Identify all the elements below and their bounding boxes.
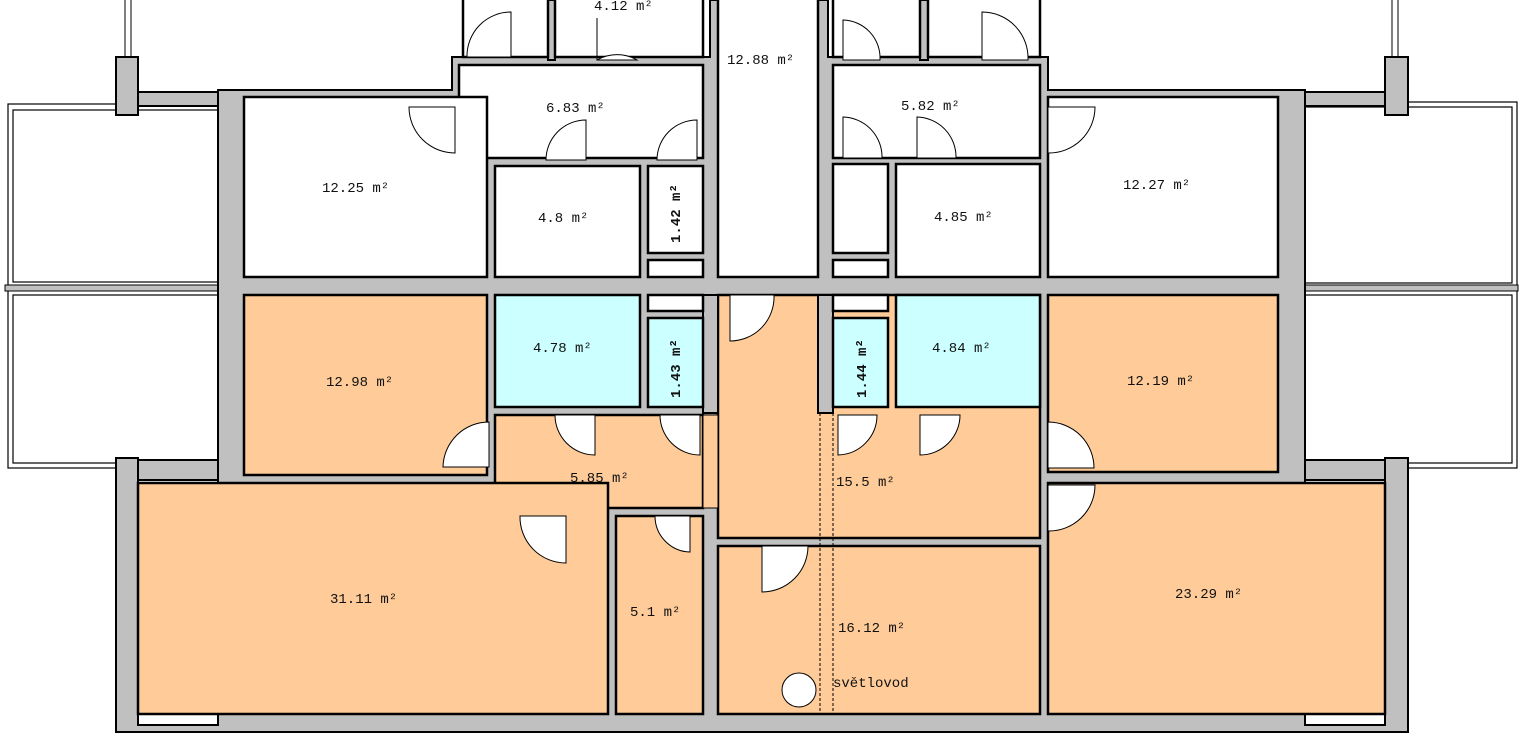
door-icon (837, 414, 878, 456)
room-label: 6.83 m² (546, 101, 605, 117)
door-icon (842, 116, 883, 159)
door-icon (916, 116, 957, 159)
room-label: 4.85 m² (934, 210, 993, 226)
room-label: 31.11 m² (330, 592, 397, 608)
room-label: 5.82 m² (901, 99, 960, 115)
room-left-narrow (831, 162, 890, 255)
door-icon (442, 421, 490, 468)
room-12-98 (242, 293, 489, 477)
door-icon (919, 414, 961, 456)
room-label: 5.1 m² (630, 605, 680, 621)
door-icon (519, 515, 567, 564)
room-1-44 (831, 316, 890, 409)
room-label: 1.44 m² (855, 339, 871, 398)
door-icon (1047, 421, 1095, 469)
door-icon (408, 106, 456, 154)
room-23-29 (1046, 481, 1387, 716)
room-label: 12.25 m² (322, 181, 389, 197)
door-icon (659, 414, 701, 456)
doors (408, 11, 1096, 593)
room-4-84 (894, 293, 1042, 409)
room-label: 16.12 m² (838, 621, 905, 637)
door-icon (654, 515, 691, 553)
room-4-85 (894, 162, 1042, 279)
room-4-78 (493, 293, 642, 409)
door-icon (842, 19, 881, 61)
door-icon (729, 294, 775, 342)
room-label: 15.5 m² (836, 475, 895, 491)
room-label: 12.88 m² (727, 53, 794, 69)
door-icon (656, 119, 698, 161)
door-icon (1047, 484, 1096, 532)
room-label: 4.84 m² (932, 341, 991, 357)
light-tube-icon (781, 672, 817, 708)
door-icon (554, 414, 596, 456)
room-labels: 4.12 m² 12.88 m² 6.83 m² 5.82 m² 12.25 m… (322, 0, 1242, 692)
room-1-42 (646, 164, 705, 255)
door-icon (1047, 106, 1096, 154)
room-label: 12.27 m² (1123, 178, 1190, 194)
room-label: 12.19 m² (1127, 374, 1194, 390)
room-label: 4.12 m² (594, 0, 653, 15)
door-icon (596, 18, 639, 61)
door-icon (466, 11, 512, 58)
room-corridor-12-88 (716, 0, 820, 279)
light-tube-label: světlovod (833, 676, 909, 692)
door-icon (981, 11, 1029, 61)
room-label: 23.29 m² (1175, 587, 1242, 603)
room-1-43 (646, 316, 705, 409)
room-label: 12.98 m² (326, 375, 393, 391)
room-label: 1.42 m² (669, 184, 685, 243)
door-icon (761, 545, 809, 593)
rooms (136, 0, 1387, 716)
balconies (4, 0, 1519, 683)
room-label: 4.8 m² (538, 211, 588, 227)
door-icon (545, 119, 587, 161)
room-4-8 (493, 164, 642, 279)
room-label: 1.43 m² (669, 339, 685, 398)
room-label: 4.78 m² (533, 341, 592, 357)
room-4-12 (553, 0, 705, 59)
room-label: 5.85 m² (570, 471, 629, 487)
